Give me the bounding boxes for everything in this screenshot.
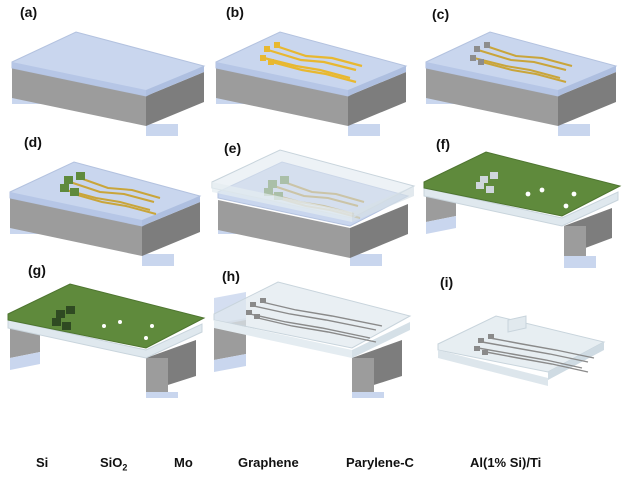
wafer-illustration-g bbox=[7, 283, 206, 398]
material-legend: Si SiO2 Mo Graphene Parylene-C Al(1% Si)… bbox=[0, 455, 630, 479]
panel-g: (g) bbox=[0, 258, 210, 398]
legend-si: Si bbox=[36, 455, 49, 470]
panel-label-a: (a) bbox=[20, 4, 38, 20]
panel-label-b: (b) bbox=[226, 4, 244, 20]
legend-al-si-ti: Al(1% Si)/Ti bbox=[470, 455, 542, 470]
legend-graphene: Graphene bbox=[238, 455, 299, 470]
panel-d: (d) bbox=[0, 130, 210, 270]
wafer-illustration-i bbox=[437, 315, 606, 386]
panel-h: (h) bbox=[206, 258, 416, 398]
mo-pads bbox=[260, 42, 280, 65]
panel-label-c: (c) bbox=[432, 6, 450, 22]
panel-label-g: (g) bbox=[28, 262, 46, 278]
wafer-illustration-b bbox=[215, 31, 408, 136]
panel-f: (f) bbox=[416, 130, 626, 270]
panel-label-d: (d) bbox=[24, 134, 42, 150]
wafer-illustration-e bbox=[211, 149, 416, 266]
wafer-illustration-h bbox=[213, 281, 412, 398]
panel-c: (c) bbox=[416, 0, 626, 140]
wafer-illustration-c bbox=[425, 31, 618, 136]
legend-sio2: SiO2 bbox=[100, 455, 128, 473]
legend-mo: Mo bbox=[174, 455, 193, 470]
panel-b: (b) bbox=[206, 0, 416, 140]
wafer-illustration-f bbox=[423, 151, 622, 268]
panel-label-h: (h) bbox=[222, 268, 240, 284]
mo-electrodes bbox=[263, 44, 363, 84]
panel-a: (a) bbox=[0, 0, 210, 140]
wafer-illustration-a bbox=[11, 31, 206, 136]
panel-label-f: (f) bbox=[436, 136, 450, 152]
wafer-illustration-d bbox=[9, 161, 202, 266]
panel-e: (e) bbox=[206, 130, 416, 270]
panel-i: (i) bbox=[416, 258, 626, 398]
panel-label-i: (i) bbox=[440, 274, 454, 290]
panel-label-e: (e) bbox=[224, 140, 242, 156]
legend-parylene-c: Parylene-C bbox=[346, 455, 414, 470]
